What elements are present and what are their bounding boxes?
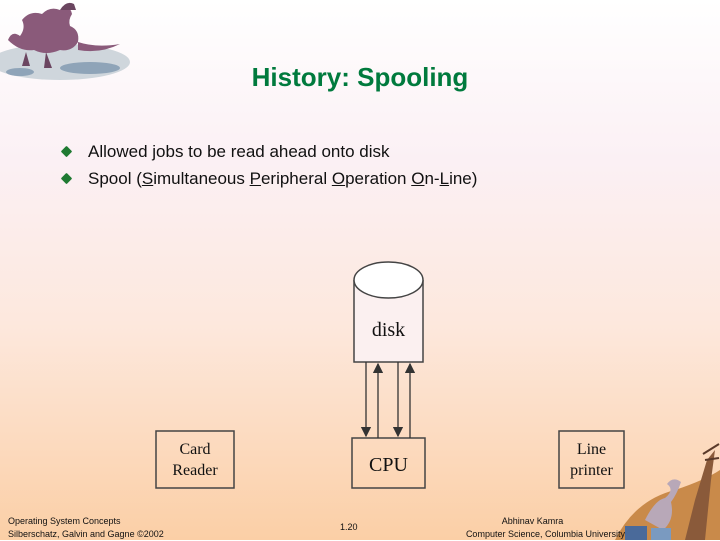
slide-title: History: Spooling xyxy=(251,62,469,92)
card-reader-label-line-1: Card xyxy=(179,441,211,458)
cpu-box xyxy=(351,437,426,489)
footer-left: Operating System Concepts Silberschatz, … xyxy=(8,515,164,541)
page-number: 1.20 xyxy=(340,522,358,532)
footer-affiliation: Computer Science, Columbia University xyxy=(465,529,625,539)
footer-authors: Silberschatz, Galvin and Gagne ©2002 xyxy=(8,529,164,539)
footer-course: Operating System Concepts xyxy=(8,516,121,526)
bullet-text-underline: S xyxy=(141,168,154,188)
footer-presenter: Abhinav Kamra xyxy=(501,516,564,526)
disk-label: disk xyxy=(371,319,406,341)
bullet-text-part: eripheral xyxy=(260,168,332,188)
bullet-text-underline: O xyxy=(411,168,425,188)
card-reader-label: Card Reader xyxy=(156,439,234,481)
card-reader-label-line-2: Reader xyxy=(172,462,218,479)
bullet-text-part: imultaneous xyxy=(153,168,250,188)
cpu-label: CPU xyxy=(369,454,408,476)
bullet-text-part: ine) xyxy=(449,168,478,188)
line-printer-label: Line printer xyxy=(559,439,624,481)
bullet-text-part: Spool ( xyxy=(88,168,142,188)
disk-cylinder-top xyxy=(353,261,424,299)
bullet-text-underline: O xyxy=(331,168,346,188)
dinosaur-logo-bottom-right xyxy=(615,443,720,540)
bullet-item-1: Allowed jobs to be read ahead onto disk xyxy=(60,138,477,165)
bullet-text-underline: L xyxy=(439,168,450,188)
bullet-text-part: n- xyxy=(424,168,440,188)
bullet-text-part: peration xyxy=(345,168,412,188)
bullet-text-underline: P xyxy=(249,168,261,188)
card-reader-box xyxy=(155,430,235,489)
bullet-list: Allowed jobs to be read ahead onto disk … xyxy=(60,138,477,192)
dinosaur-logo-top-left xyxy=(0,2,130,80)
line-printer-label-line-1: Line xyxy=(576,441,607,458)
bullet-text-1: Allowed jobs to be read ahead onto disk xyxy=(88,141,390,161)
line-printer-box xyxy=(558,430,625,489)
disk-cylinder-body xyxy=(353,280,424,363)
bullet-item-2: Spool (Simultaneous Peripheral Operation… xyxy=(60,165,477,192)
footer-right: Abhinav Kamra Computer Science, Columbia… xyxy=(440,515,625,541)
bullet-text-2: Spool (Simultaneous Peripheral Operation… xyxy=(88,169,477,189)
line-printer-label-line-2: printer xyxy=(570,462,613,479)
